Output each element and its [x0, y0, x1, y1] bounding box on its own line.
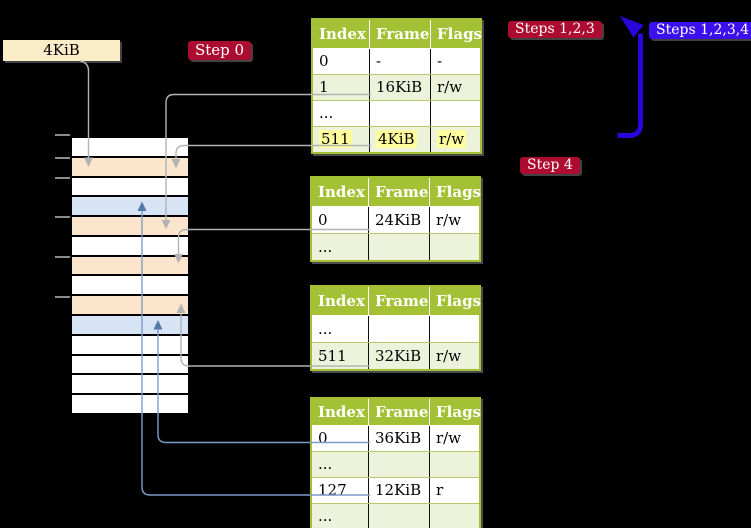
- table-cell: ...: [318, 238, 333, 256]
- memory-row: [72, 393, 188, 413]
- table-row: ...: [312, 233, 479, 260]
- header-cell: Frame: [368, 287, 429, 315]
- table-cell: r: [429, 478, 479, 503]
- table-cell: 127: [318, 481, 347, 499]
- header-cell: Flags: [429, 399, 481, 425]
- header-cell: Frame: [368, 178, 429, 206]
- table-cell: 0: [319, 52, 329, 70]
- table-cell: [430, 101, 480, 126]
- table-cell: r/w: [429, 207, 479, 233]
- header-cell: Frame: [369, 20, 430, 48]
- memory-tick: [55, 156, 70, 159]
- memory-tick: [55, 134, 70, 136]
- table-cell: 511: [318, 347, 347, 365]
- memory-row: [72, 138, 188, 156]
- table-cell: r/w: [430, 75, 480, 100]
- header-cell: Flags: [430, 20, 482, 48]
- table-row: 511 4KiB r/w: [313, 126, 480, 152]
- table-cell: [429, 316, 479, 342]
- highlighted-value: 511: [319, 130, 352, 148]
- header-cell: Flags: [429, 287, 481, 315]
- table-row: ...: [312, 451, 479, 477]
- step0-badge: Step 0: [188, 41, 252, 60]
- table-cell: 511: [313, 127, 369, 152]
- table-cell: ...: [319, 104, 334, 122]
- table-cell: 0: [318, 429, 328, 447]
- memory-row: [72, 373, 188, 394]
- highlighted-value: 4KiB: [376, 130, 417, 148]
- table-cell: ...: [318, 320, 333, 338]
- step4-badge: Step 4: [520, 157, 580, 174]
- table-cell: ...: [318, 455, 333, 473]
- highlighted-value: r/w: [437, 130, 467, 148]
- table-row: 0 --: [313, 49, 480, 74]
- table-cell: [369, 101, 430, 126]
- table-cell: 36KiB: [368, 426, 429, 451]
- table-cell: r/w: [429, 343, 479, 369]
- memory-tick: [55, 255, 70, 258]
- table-cell: [368, 504, 429, 528]
- table-cell: [368, 452, 429, 477]
- steps1234-badge: Steps 1,2,3,4: [649, 22, 751, 39]
- table-cell: 24KiB: [368, 207, 429, 233]
- header-cell: Index: [318, 403, 365, 421]
- table-cell: 0: [318, 211, 328, 229]
- table-cell: 32KiB: [368, 343, 429, 369]
- memory-row: [72, 195, 188, 216]
- header-cell: Index: [319, 25, 366, 43]
- memory-row: [72, 314, 188, 334]
- header-cell: Index: [318, 183, 365, 201]
- header-cell: Frame: [368, 399, 429, 425]
- table-cell: 1: [319, 78, 329, 96]
- memory-row: [72, 274, 188, 295]
- steps123-badge: Steps 1,2,3: [508, 21, 602, 38]
- loop-arrow: [617, 33, 643, 138]
- page-size-label: 4KiB: [3, 40, 120, 61]
- table-cell: 16KiB: [369, 75, 430, 100]
- table-cell: [429, 452, 479, 477]
- table-cell: [368, 234, 429, 260]
- memory-row: [72, 254, 188, 275]
- memory-row: [72, 175, 188, 196]
- table-cell: 12KiB: [368, 478, 429, 503]
- memory-row: [72, 333, 188, 354]
- table-row: ...: [312, 503, 479, 528]
- memory-tick: [55, 215, 70, 218]
- memory-row: [72, 215, 188, 235]
- table-cell: ...: [318, 507, 333, 525]
- header-cell: Flags: [429, 178, 481, 206]
- memory-row: [72, 234, 188, 255]
- memory-strip: [70, 136, 190, 415]
- memory-row: [72, 294, 188, 315]
- memory-row: [72, 155, 188, 176]
- header-cell: Index: [318, 292, 365, 310]
- loop-arrowhead: [620, 16, 644, 38]
- table-cell: 4KiB: [369, 127, 430, 152]
- table-cell: r/w: [429, 426, 479, 451]
- memory-tick: [55, 176, 70, 179]
- memory-row: [72, 353, 188, 374]
- table-cell: -: [430, 49, 480, 74]
- table-cell: -: [369, 49, 430, 74]
- table-cell: [368, 316, 429, 342]
- table-cell: r/w: [430, 127, 480, 152]
- table-cell: [429, 504, 479, 528]
- table-cell: [429, 234, 479, 260]
- table-row: ...: [312, 316, 479, 342]
- memory-tick: [55, 295, 70, 298]
- table-row: ...: [313, 100, 480, 126]
